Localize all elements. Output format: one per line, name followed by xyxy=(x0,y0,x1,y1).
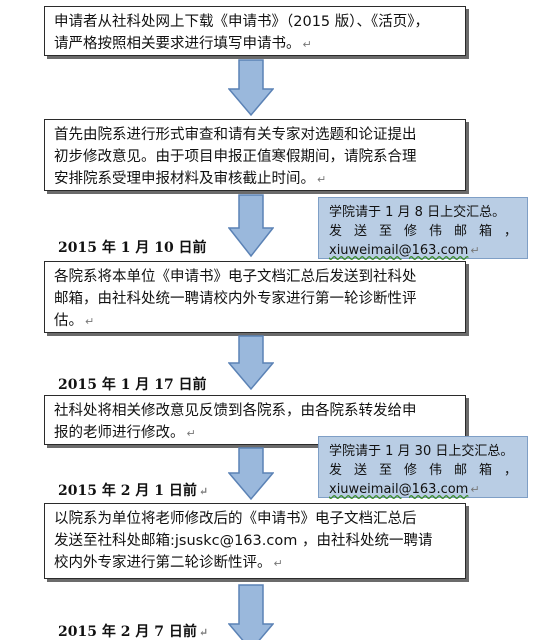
note-2: 学院请于 1 月 30 日上交汇总。 发 送 至 修 伟 邮 箱 ， xiuwe… xyxy=(318,436,528,498)
paragraph-mark: ↵ xyxy=(470,483,480,496)
down-arrow-icon xyxy=(228,447,274,501)
note-1-email: xiuweimail@163.com xyxy=(329,243,469,258)
note-2-line2: 发 送 至 修 伟 邮 箱 ， xyxy=(329,463,517,478)
paragraph-mark: ↵ xyxy=(273,557,283,570)
deadline-label-2: 2015 年 1 月 17 日前 xyxy=(58,377,207,393)
down-arrow-icon xyxy=(228,584,274,640)
step-3-text: 各院系将本单位《申请书》电子文档汇总后发送到社科处 邮箱，由社科处统一聘请校内外… xyxy=(54,269,417,329)
deadline-label-4: 2015 年 2 月 7 日前↵ xyxy=(58,621,208,641)
deadline-label-1: 2015 年 1 月 10 日前 xyxy=(58,240,207,256)
step-5-box: 以院系为单位将老师修改后的《申请书》电子文档汇总后 发送至社科处邮箱:jsusk… xyxy=(44,503,466,579)
paragraph-mark: ↵ xyxy=(186,427,196,440)
paragraph-mark: ↵ xyxy=(198,626,209,639)
note-2-line1: 学院请于 1 月 30 日上交汇总。 xyxy=(329,444,514,459)
step-4-text: 社科处将相关修改意见反馈到各院系，由各院系转发给申 报的老师进行修改。 xyxy=(54,403,417,441)
step-1-text: 申请者从社科处网上下载《申请书》（2015 版）、《活页》， 请严格按照相关要求… xyxy=(54,14,430,52)
paragraph-mark: ↵ xyxy=(198,485,209,498)
step-5-text: 以院系为单位将老师修改后的《申请书》电子文档汇总后 发送至社科处邮箱:jsusk… xyxy=(54,511,433,571)
deadline-label-3-text: 2015 年 2 月 1 日前 xyxy=(58,483,197,499)
deadline-label-3: 2015 年 2 月 1 日前↵ xyxy=(58,480,208,500)
down-arrow-icon xyxy=(228,59,274,117)
step-2-box: 首先由院系进行形式审查和请有关专家对选题和论证提出 初步修改意见。由于项目申报正… xyxy=(44,119,466,191)
note-2-email: xiuweimail@163.com xyxy=(329,482,469,497)
step-4-box: 社科处将相关修改意见反馈到各院系，由各院系转发给申 报的老师进行修改。↵ xyxy=(44,395,466,445)
step-1-box: 申请者从社科处网上下载《申请书》（2015 版）、《活页》， 请严格按照相关要求… xyxy=(44,6,466,56)
paragraph-mark: ↵ xyxy=(85,315,95,328)
paragraph-mark: ↵ xyxy=(302,38,312,51)
note-1-line2: 发 送 至 修 伟 邮 箱 ， xyxy=(329,224,517,239)
paragraph-mark: ↵ xyxy=(317,173,327,186)
down-arrow-icon xyxy=(228,194,274,258)
down-arrow-icon xyxy=(228,335,274,391)
note-1: 学院请于 1 月 8 日上交汇总。 发 送 至 修 伟 邮 箱 ， xiuwei… xyxy=(318,197,528,259)
step-2-text: 首先由院系进行形式审查和请有关专家对选题和论证提出 初步修改意见。由于项目申报正… xyxy=(54,127,417,187)
paragraph-mark: ↵ xyxy=(470,244,480,257)
note-1-line1: 学院请于 1 月 8 日上交汇总。 xyxy=(329,205,506,220)
step-3-box: 各院系将本单位《申请书》电子文档汇总后发送到社科处 邮箱，由社科处统一聘请校内外… xyxy=(44,261,466,333)
deadline-label-4-text: 2015 年 2 月 7 日前 xyxy=(58,624,197,640)
